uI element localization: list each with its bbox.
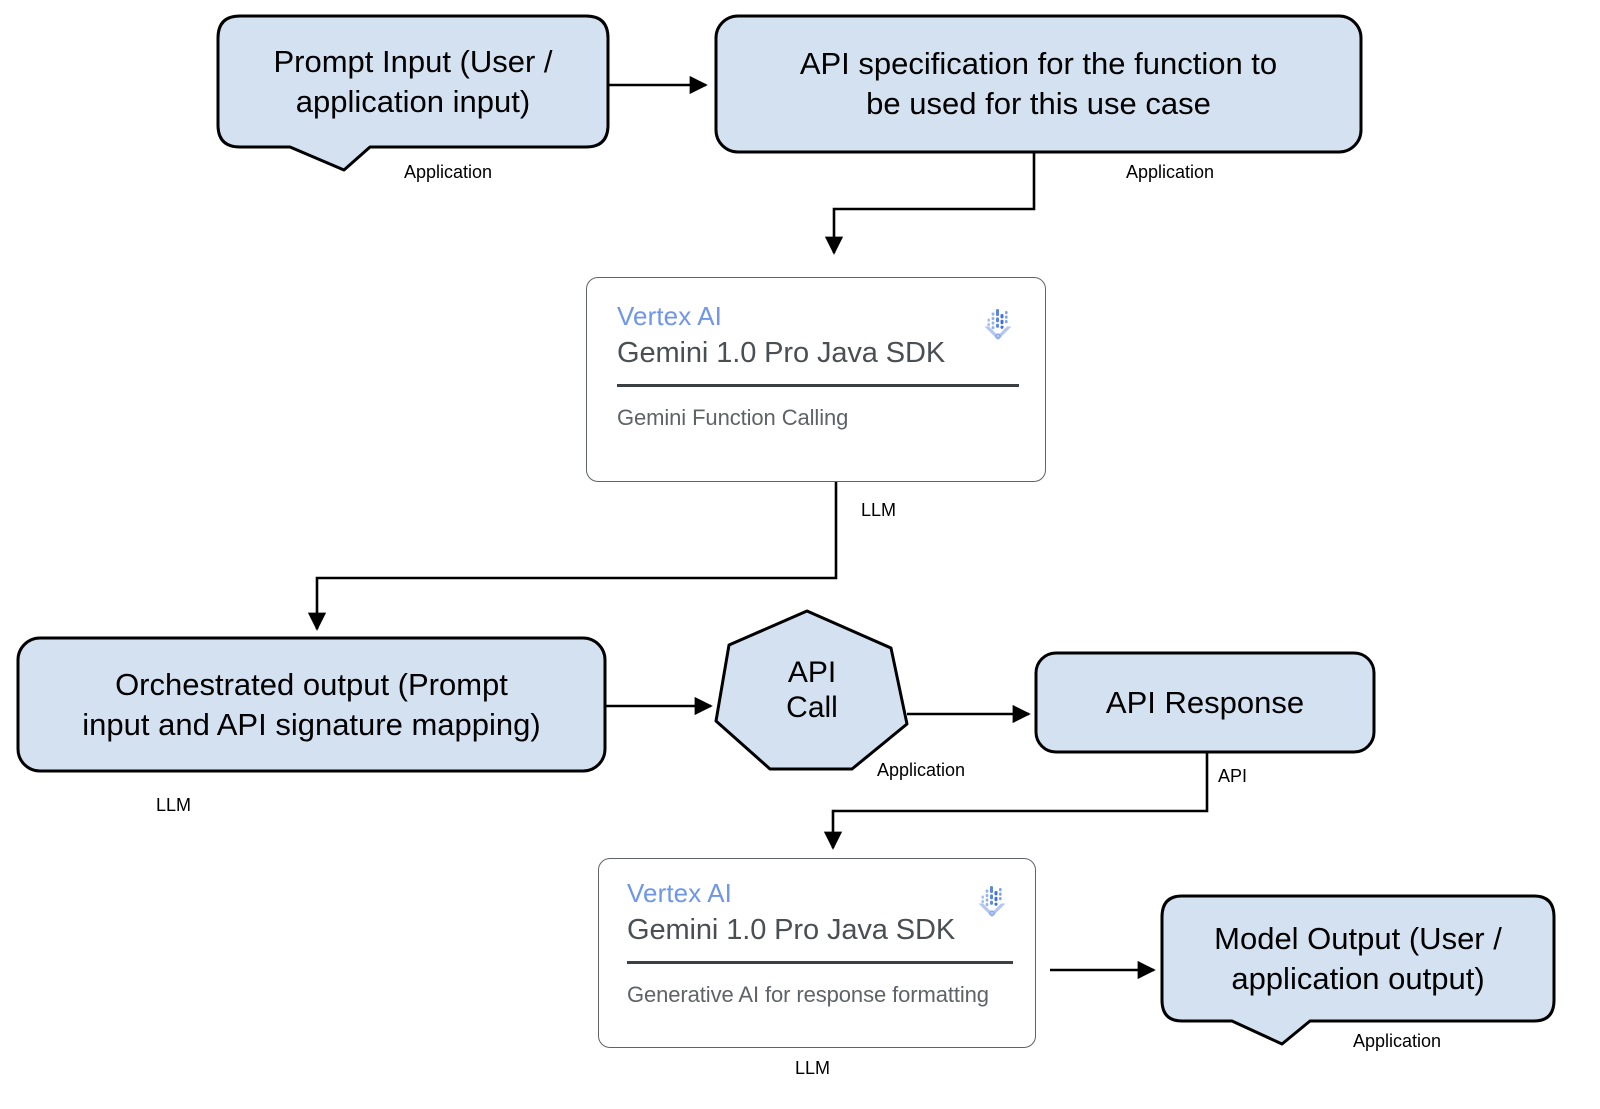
- role-label-api-spec: Application: [1126, 162, 1215, 182]
- edge-apispec-to-vertex-top: [824, 153, 1036, 255]
- vertex-ai-card-top[interactable]: Vertex AI Gemini 1.0 Pro Java SDK: [586, 277, 1046, 482]
- role-label-vertex-bottom: LLM: [795, 1058, 831, 1078]
- role-label-orchestrated-output: LLM: [156, 795, 192, 815]
- vertex-ai-subtitle-label-bottom: Generative AI for response formatting: [627, 982, 989, 1008]
- vertex-ai-brand-label: Vertex AI: [617, 301, 722, 331]
- role-label-api-call: Application: [877, 760, 966, 780]
- vertex-card-titles-bottom: Vertex AI Gemini 1.0 Pro Java SDK: [627, 877, 955, 949]
- orchestrated-output-label: Orchestrated output (Prompt input and AP…: [82, 666, 541, 742]
- edge-vertex-top-to-orchestrated: [307, 482, 838, 631]
- vertex-ai-brand-label-bottom: Vertex AI: [627, 878, 732, 908]
- role-label-prompt-input: Application: [404, 162, 493, 182]
- vertex-card-divider-bottom: [627, 961, 1013, 965]
- vertex-card-header-top: Vertex AI Gemini 1.0 Pro Java SDK: [617, 300, 1019, 372]
- model-output-label: Model Output (User / application output): [1214, 920, 1502, 996]
- vertex-ai-card-bottom[interactable]: Vertex AI Gemini 1.0 Pro Java SDK: [598, 858, 1036, 1048]
- role-label-model-output: Application: [1353, 1031, 1442, 1051]
- vertex-ai-subtitle-label: Gemini Function Calling: [617, 405, 849, 431]
- vertex-ai-icon-bottom: [971, 879, 1013, 926]
- api-call-label: API Call: [786, 655, 838, 724]
- api-response-label: API Response: [1105, 684, 1305, 720]
- role-label-api-response: API: [1218, 766, 1248, 786]
- vertex-card-header-bottom: Vertex AI Gemini 1.0 Pro Java SDK: [627, 877, 1013, 949]
- vertex-card-divider-top: [617, 384, 1019, 388]
- api-spec-label: API specification for the function to be…: [799, 46, 1278, 121]
- vertex-card-titles-top: Vertex AI Gemini 1.0 Pro Java SDK: [617, 300, 945, 372]
- role-label-vertex-top: LLM: [861, 500, 897, 520]
- vertex-ai-product-label: Gemini 1.0 Pro Java SDK: [617, 336, 946, 369]
- vertex-ai-icon: [977, 302, 1019, 349]
- vertex-ai-product-label-bottom: Gemini 1.0 Pro Java SDK: [627, 913, 956, 946]
- prompt-input-label: Prompt Input (User / application input): [273, 43, 553, 119]
